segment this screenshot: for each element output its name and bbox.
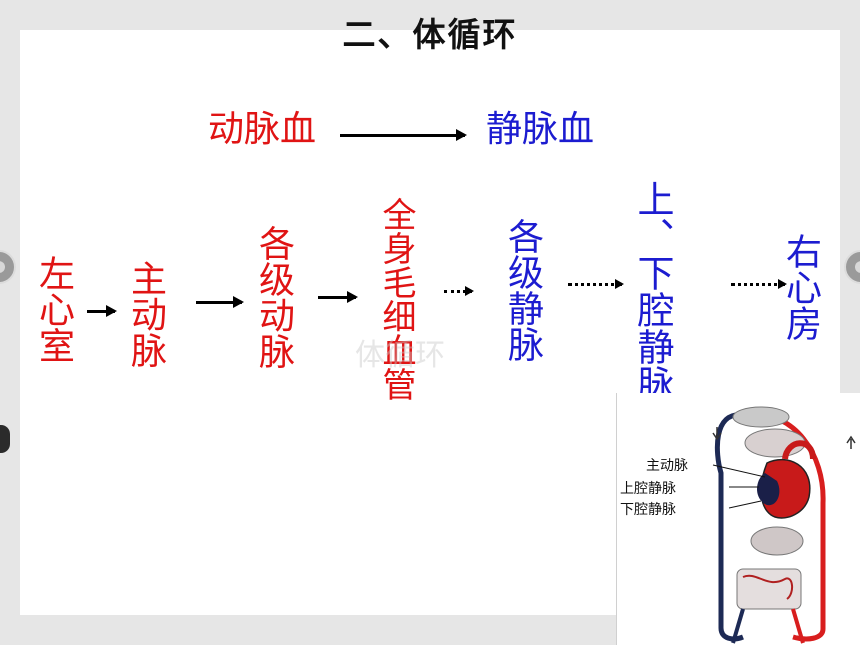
venous-blood-label: 静脉血 <box>486 109 595 150</box>
arrow-ventricle-to-aorta <box>87 305 117 317</box>
circulation-diagram: 主动脉 上腔静脉 下腔静脉 <box>616 393 860 645</box>
vena-cava-label: 上、下腔静脉 <box>631 180 674 402</box>
circulation-illustration <box>712 406 856 644</box>
prev-slide-button[interactable] <box>0 250 16 284</box>
slide-title: 二、体循环 <box>342 15 518 54</box>
arteries-label: 各级动脉 <box>253 225 294 369</box>
diagram-label-ivc: 下腔静脉 <box>620 502 676 518</box>
watermark: 体循环 <box>355 338 445 373</box>
left-ventricle-label: 左心室 <box>33 255 74 363</box>
left-edge-handle[interactable] <box>0 425 10 453</box>
aorta-label: 主动脉 <box>125 260 166 368</box>
diagram-label-svc: 上腔静脉 <box>620 481 676 497</box>
right-atrium-label: 右心房 <box>780 233 821 341</box>
veins-label: 各级静脉 <box>502 218 543 362</box>
arrow-capillaries-to-veins <box>444 286 474 296</box>
capillaries-label: 全身毛细血管 <box>376 197 416 401</box>
arrow-veins-to-vena-cava <box>568 279 624 289</box>
next-slide-button[interactable] <box>844 250 860 284</box>
diagram-label-aorta: 主动脉 <box>646 458 688 474</box>
arterial-blood-label: 动脉血 <box>208 109 317 150</box>
arterial-to-venous-arrow <box>340 129 467 141</box>
arrow-vena-cava-to-atrium <box>731 279 787 289</box>
arrow-aorta-to-arteries <box>196 296 244 308</box>
arrow-arteries-to-capillaries <box>318 291 358 303</box>
